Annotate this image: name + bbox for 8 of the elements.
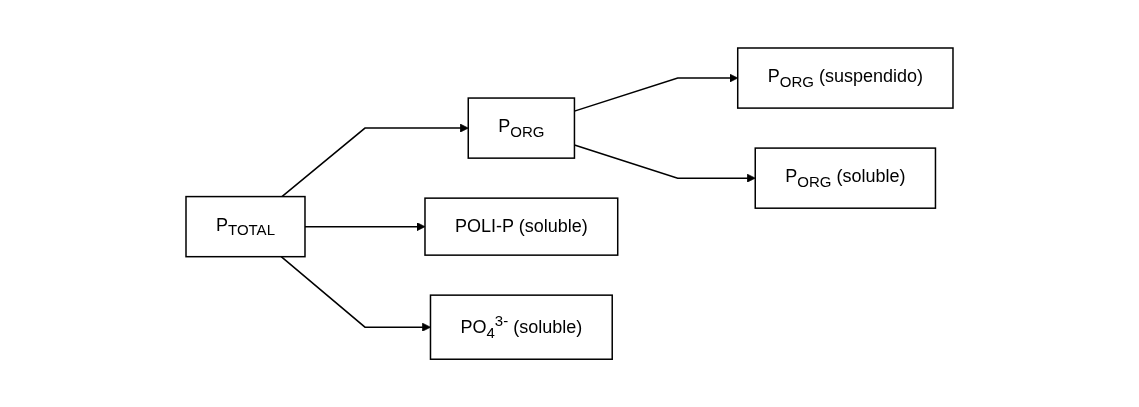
node-box: P$_{ORG}$ (suspendido) bbox=[736, 47, 954, 109]
node-box: P$_{ORG}$ (soluble) bbox=[754, 147, 937, 209]
arrow bbox=[281, 123, 469, 198]
node-box: P$_{ORG}$ bbox=[467, 97, 576, 159]
node-box: POLI-P (soluble) bbox=[424, 197, 619, 256]
node-box: PO$_{4}$$^{3-}$ (soluble) bbox=[429, 294, 613, 360]
arrow bbox=[280, 255, 431, 332]
node-box: P$_{TOTAL}$ bbox=[185, 195, 306, 258]
